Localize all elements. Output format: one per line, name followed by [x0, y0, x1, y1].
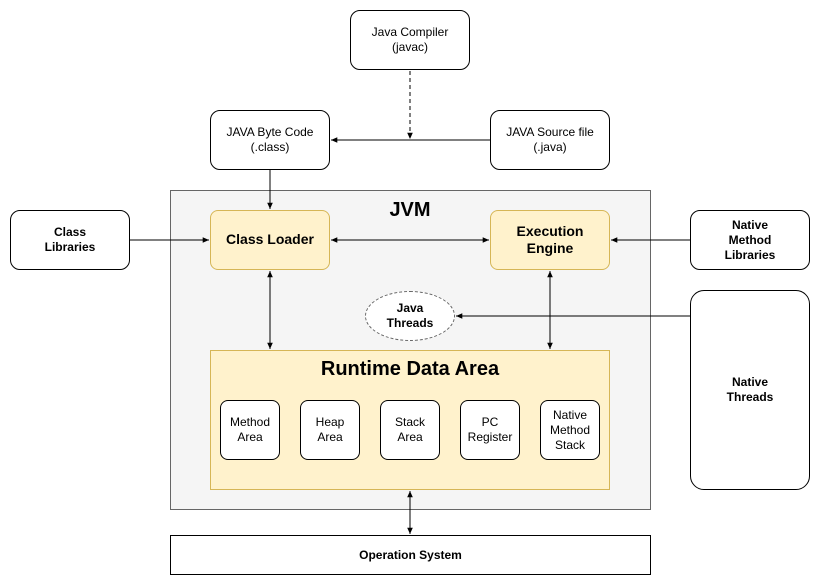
class-loader-node: Class Loader: [210, 210, 330, 270]
native-method-stack-node: Native Method Stack: [540, 400, 600, 460]
operation-system-node: Operation System: [170, 535, 651, 575]
java-compiler-node: Java Compiler (javac): [350, 10, 470, 70]
stack-area-node: Stack Area: [380, 400, 440, 460]
source-file-node: JAVA Source file (.java): [490, 110, 610, 170]
execution-engine-node: Execution Engine: [490, 210, 610, 270]
jvm-title: JVM: [389, 199, 431, 221]
pc-register-node: PC Register: [460, 400, 520, 460]
method-area-node: Method Area: [220, 400, 280, 460]
native-threads-node: Native Threads: [690, 290, 810, 490]
runtime-data-area-title: Runtime Data Area: [320, 358, 500, 380]
native-method-libraries-node: Native Method Libraries: [690, 210, 810, 270]
byte-code-node: JAVA Byte Code (.class): [210, 110, 330, 170]
java-threads-node: Java Threads: [365, 291, 455, 341]
heap-area-node: Heap Area: [300, 400, 360, 460]
class-libraries-node: Class Libraries: [10, 210, 130, 270]
